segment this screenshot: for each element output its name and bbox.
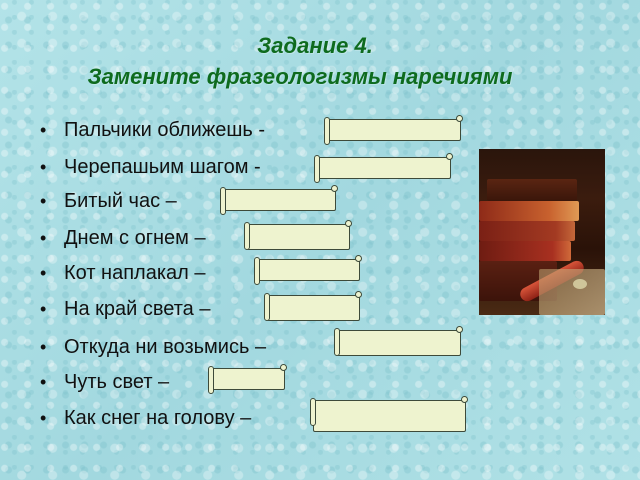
list-item: • Днем с огнем – bbox=[40, 223, 206, 253]
phrase-text: Как снег на голову – bbox=[64, 407, 252, 429]
answer-scroll-box[interactable] bbox=[264, 291, 362, 321]
title-line-2: Замените фразеологизмы наречиями bbox=[87, 64, 513, 89]
answer-scroll-box[interactable] bbox=[254, 255, 362, 285]
answer-scroll-box[interactable] bbox=[324, 115, 463, 145]
list-item: • Пальчики оближешь - bbox=[40, 115, 265, 145]
answer-scroll-box[interactable] bbox=[244, 220, 352, 250]
phrase-text: Откуда ни возьмись – bbox=[64, 336, 267, 358]
bullet-icon: • bbox=[40, 299, 47, 319]
list-item: • На край света – bbox=[40, 294, 210, 324]
bullet-icon: • bbox=[40, 263, 47, 283]
answer-scroll-box[interactable] bbox=[314, 153, 453, 183]
bullet-icon: • bbox=[40, 372, 47, 392]
bullet-icon: • bbox=[40, 191, 47, 211]
answer-scroll-box[interactable] bbox=[334, 326, 463, 356]
phrase-text: Чуть свет – bbox=[64, 371, 170, 393]
phrase-text: Кот наплакал – bbox=[64, 262, 206, 284]
list-item: • Битый час – bbox=[40, 186, 177, 216]
bullet-icon: • bbox=[40, 157, 47, 177]
bullet-icon: • bbox=[40, 337, 47, 357]
list-item: • Как снег на голову – bbox=[40, 403, 251, 433]
list-item: • Черепашьим шагом - bbox=[40, 152, 261, 182]
list-item: • Чуть свет – bbox=[40, 367, 169, 397]
books-image bbox=[479, 149, 605, 315]
answer-scroll-box[interactable] bbox=[220, 185, 338, 215]
phrase-text: Пальчики оближешь - bbox=[64, 119, 266, 141]
phrase-text: Битый час – bbox=[64, 190, 177, 212]
title-line-1: Задание 4. bbox=[257, 33, 373, 58]
slide-title: Задание 4. Замените фразеологизмы наречи… bbox=[0, 30, 640, 92]
bullet-icon: • bbox=[40, 228, 47, 248]
phrase-text: Черепашьим шагом - bbox=[64, 156, 261, 178]
bullet-icon: • bbox=[40, 408, 47, 428]
answer-scroll-box[interactable] bbox=[310, 396, 468, 432]
phrase-text: На край света – bbox=[64, 298, 211, 320]
phrase-text: Днем с огнем – bbox=[64, 227, 206, 249]
answer-scroll-box[interactable] bbox=[208, 364, 287, 394]
bullet-icon: • bbox=[40, 120, 47, 140]
list-item: • Откуда ни возьмись – bbox=[40, 332, 266, 362]
list-item: • Кот наплакал – bbox=[40, 258, 206, 288]
